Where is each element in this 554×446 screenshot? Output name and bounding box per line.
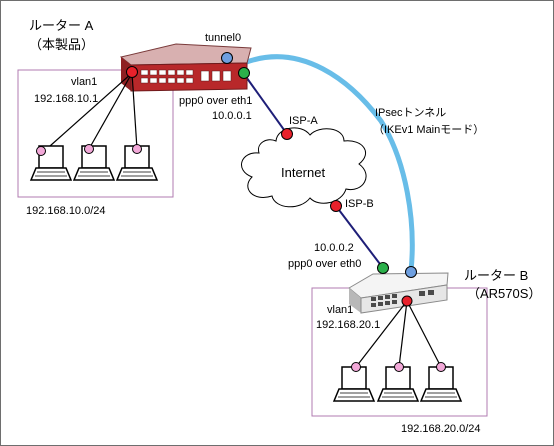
laptop-icon xyxy=(376,366,420,402)
wan-a-address: 10.0.0.1 xyxy=(212,110,252,122)
wan-a-interface: ppp0 over eth1 xyxy=(179,95,253,107)
vlan1-port-a xyxy=(126,66,138,78)
tunnel0-port-a xyxy=(221,52,233,64)
isp-a-label: ISP-A xyxy=(289,115,318,127)
isp-b-node xyxy=(330,200,342,212)
wan-link-b xyxy=(335,205,384,269)
pc-port-dot xyxy=(351,362,361,372)
wan-link-a xyxy=(243,73,288,135)
lan-a-box xyxy=(17,69,174,198)
pc-port-dot xyxy=(36,146,46,156)
router-a-icon xyxy=(119,43,252,92)
router-b-name: ルーター B xyxy=(464,268,529,283)
lan-a-network: 192.168.10.0/24 xyxy=(26,205,106,217)
ipsec-tunnel-line xyxy=(241,54,415,274)
pc-port-dot xyxy=(132,144,142,154)
wan-b-interface: ppp0 over eth0 xyxy=(288,258,362,270)
isp-a-node xyxy=(281,128,293,140)
router-b-subtitle: （AR570S） xyxy=(467,286,542,301)
lan-a-address: 192.168.10.1 xyxy=(34,93,99,105)
lan-b-interface: vlan1 xyxy=(327,304,354,316)
laptop-icon xyxy=(29,145,73,181)
laptop-icon xyxy=(72,145,116,181)
tunnel-label: IPsecトンネル xyxy=(375,107,447,119)
tunnel0-label: tunnel0 xyxy=(205,32,242,44)
pc-port-dot xyxy=(436,362,446,372)
tunnel-port-b xyxy=(405,266,417,278)
internet-cloud-icon xyxy=(241,127,367,208)
laptop-icon xyxy=(419,366,463,402)
isp-b-label: ISP-B xyxy=(345,198,374,210)
pc-port-dot xyxy=(394,362,404,372)
router-a-name: ルーター A xyxy=(29,18,94,33)
lan-b-address: 192.168.20.1 xyxy=(316,319,381,331)
wan-b-address: 10.0.0.2 xyxy=(314,242,354,254)
eth1-port-a xyxy=(238,67,250,79)
tunnel-mode: （IKEv1 Mainモード） xyxy=(373,124,485,136)
lan-a-interface: vlan1 xyxy=(71,76,98,88)
laptop-icon xyxy=(332,366,376,402)
vlan1-port-b xyxy=(401,295,413,307)
router-a-subtitle: （本製品） xyxy=(29,37,95,52)
eth0-port-b xyxy=(377,262,389,274)
lan-b-network: 192.168.20.0/24 xyxy=(401,423,481,435)
router-b-icon xyxy=(348,272,449,314)
internet-label: Internet xyxy=(281,165,326,180)
pc-port-dot xyxy=(84,144,94,154)
